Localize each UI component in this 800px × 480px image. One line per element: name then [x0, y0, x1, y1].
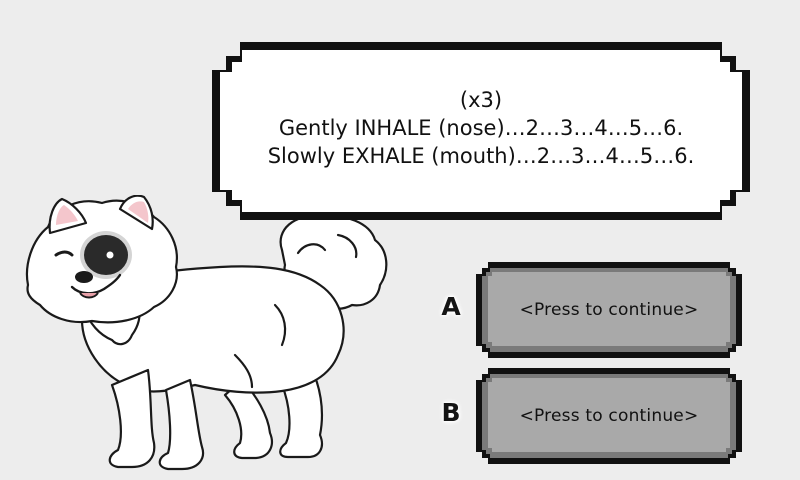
- choice-a-button[interactable]: <Press to continue>: [476, 262, 742, 358]
- choice-b-frame: [476, 368, 742, 464]
- choice-b-button[interactable]: <Press to continue>: [476, 368, 742, 464]
- dog-character-icon: [25, 195, 388, 471]
- dialog-line-1: (x3): [459, 88, 503, 112]
- dialog-box: (x3) Gently INHALE (nose)…2…3…4…5…6. Slo…: [212, 42, 750, 220]
- choice-a-key-label: A: [441, 291, 461, 321]
- dialog-frame: [212, 42, 750, 220]
- dialog-line-3: Slowly EXHALE (mouth)…2…3…4…5…6.: [267, 144, 695, 168]
- choice-b-key-label: B: [441, 397, 461, 427]
- choice-a-label: <Press to continue>: [519, 300, 699, 320]
- choice-a-frame: [476, 262, 742, 358]
- choice-b-label: <Press to continue>: [519, 406, 699, 426]
- dialog-line-2: Gently INHALE (nose)…2…3…4…5…6.: [278, 116, 684, 140]
